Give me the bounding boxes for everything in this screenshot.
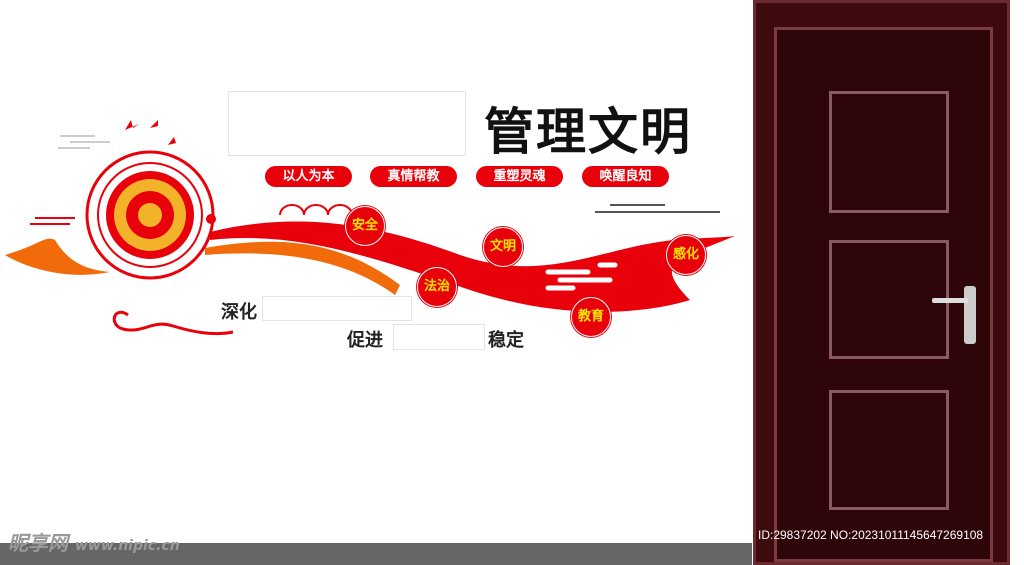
door-panel-top: [829, 91, 949, 213]
circle-civility: 文明: [483, 227, 523, 267]
circle-education: 教育: [571, 297, 611, 337]
pill-1: 以人为本: [265, 166, 352, 187]
watermark-id: ID:29837202 NO:20231011145647269108: [758, 528, 984, 542]
circle-reform: 感化: [666, 235, 706, 275]
circle-law: 法治: [417, 267, 457, 307]
door-panel-middle: [829, 240, 949, 359]
watermark-url: www.nipic.cn: [74, 538, 180, 554]
stable-label: 稳定: [488, 330, 524, 351]
page-title: 管理文明: [484, 103, 692, 161]
pill-2: 真情帮教: [370, 166, 457, 187]
door-panel-bottom: [829, 390, 949, 510]
deepen-blank: [262, 296, 412, 321]
deepen-label: 深化: [221, 302, 257, 323]
door: [753, 0, 1010, 565]
promote-label: 促进: [347, 330, 383, 351]
pill-3: 重塑灵魂: [476, 166, 563, 187]
door-handle-icon[interactable]: [964, 286, 976, 344]
circle-safety: 安全: [345, 206, 385, 246]
title-placeholder-box: [228, 91, 466, 156]
pill-4: 唤醒良知: [582, 166, 669, 187]
watermark-logo-text: 昵享网: [8, 531, 68, 555]
watermark-logo: 昵享网 www.nipic.cn: [8, 527, 180, 556]
decorative-waves: [5, 120, 735, 336]
promote-blank: [393, 324, 485, 350]
bottom-bar: [0, 543, 752, 565]
